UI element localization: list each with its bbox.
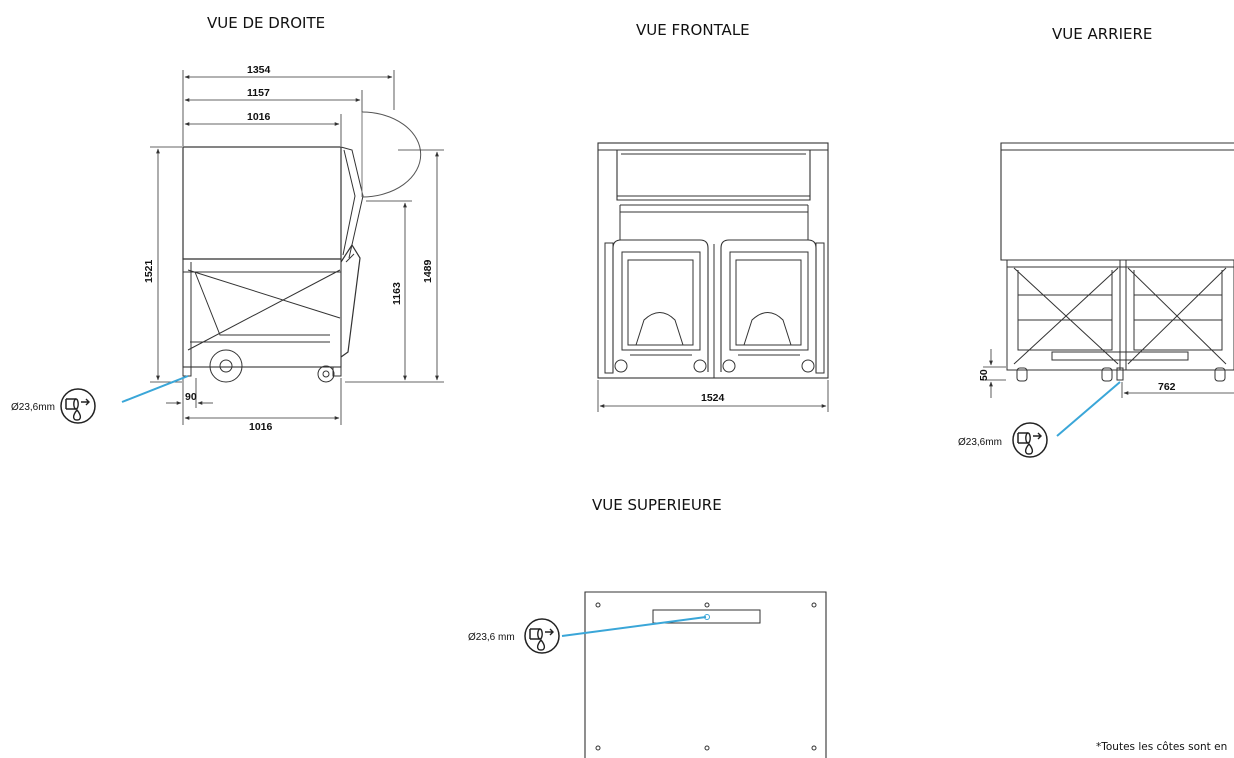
- dim-1489: 1489: [422, 259, 434, 283]
- front-right-bin: [720, 239, 825, 374]
- dim-50: 50: [978, 369, 990, 381]
- title-rear-view: VUE ARRIERE: [1052, 25, 1153, 43]
- drain-leader-top: [561, 616, 707, 637]
- drain-icon-right: [60, 388, 96, 424]
- drain-label-top: Ø23,6 mm: [468, 632, 515, 643]
- drain-label-right: Ø23,6mm: [11, 402, 55, 413]
- footnote: *Toutes les côtes sont en: [1096, 741, 1228, 753]
- dim-762: 762: [1158, 381, 1176, 393]
- drain-icon-top: [524, 618, 560, 654]
- title-front-view: VUE FRONTALE: [636, 21, 750, 39]
- right-view-dimension-lines: [150, 70, 444, 425]
- drain-icon-rear: [1012, 422, 1048, 458]
- front-view-dimension-lines: [597, 380, 829, 412]
- front-view-drawing: [597, 142, 829, 379]
- front-left-bin: [604, 239, 709, 374]
- drain-leader-rear: [1056, 381, 1121, 437]
- dim-1524: 1524: [701, 392, 725, 404]
- dim-1521: 1521: [143, 259, 155, 283]
- dim-1016-bottom: 1016: [249, 421, 273, 433]
- rear-view-dimension-lines: [983, 349, 1234, 398]
- title-top-view: VUE SUPERIEURE: [592, 496, 722, 514]
- rear-view-drawing: [1000, 142, 1234, 382]
- right-view-drawing: [182, 111, 422, 383]
- dim-1163: 1163: [391, 282, 403, 305]
- dim-90: 90: [185, 391, 197, 403]
- dim-1157: 1157: [247, 87, 270, 99]
- drain-label-rear: Ø23,6mm: [958, 437, 1002, 448]
- dim-1016-top: 1016: [247, 111, 271, 123]
- dim-1354: 1354: [247, 64, 271, 76]
- title-right-view: VUE DE DROITE: [207, 14, 326, 32]
- drain-leader-right: [121, 375, 189, 403]
